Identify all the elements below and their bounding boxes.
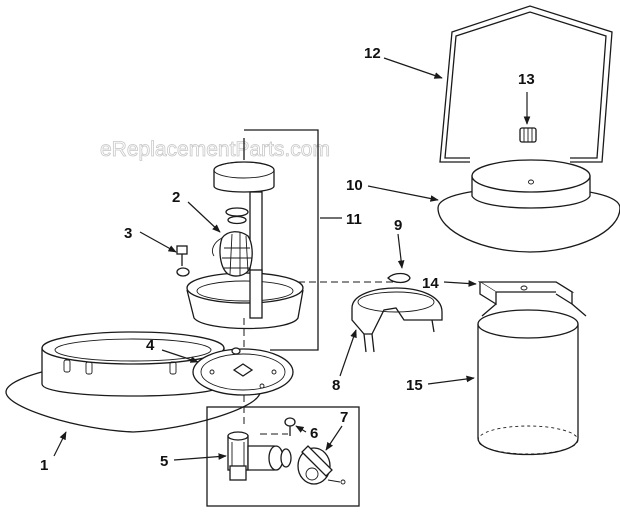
callout-11: 11 xyxy=(346,211,362,228)
part-burner-stack xyxy=(186,138,304,330)
callout-13: 13 xyxy=(518,71,535,88)
callout-9: 9 xyxy=(394,217,402,234)
callout-3: 3 xyxy=(124,225,132,242)
part-4-plate xyxy=(192,318,294,396)
part-13-nut xyxy=(519,127,537,143)
callout-8: 8 xyxy=(332,377,340,394)
part-3-screw xyxy=(176,245,190,277)
callout-1: 1 xyxy=(40,457,48,474)
watermark-text: eReplacementParts.com xyxy=(100,138,330,161)
part-2-mantle xyxy=(211,231,253,277)
callout-14: 14 xyxy=(422,275,439,292)
part-10-hood xyxy=(437,159,620,253)
part-8-collar xyxy=(351,287,443,353)
callout-4: 4 xyxy=(146,337,155,354)
part-12-bail-handle xyxy=(439,5,613,163)
callout-2: 2 xyxy=(172,189,180,206)
part-6-screw xyxy=(260,417,296,436)
callout-7: 7 xyxy=(340,409,348,426)
callout-10: 10 xyxy=(346,177,363,194)
part-5-valve-box xyxy=(206,395,360,507)
part-9-clip xyxy=(387,272,411,284)
callout-leaders xyxy=(53,57,531,461)
part-7-knob xyxy=(297,445,346,485)
callout-5: 5 xyxy=(160,453,168,470)
part-15-globe xyxy=(477,309,579,456)
part-11-assembly-bracket xyxy=(244,129,319,351)
callout-6: 6 xyxy=(310,425,318,442)
callout-15: 15 xyxy=(406,377,423,394)
part-14-bracket xyxy=(477,281,587,317)
callout-12: 12 xyxy=(364,45,381,62)
callout-labels: 1 2 3 4 5 6 7 8 9 10 11 12 13 14 15 xyxy=(40,45,535,474)
